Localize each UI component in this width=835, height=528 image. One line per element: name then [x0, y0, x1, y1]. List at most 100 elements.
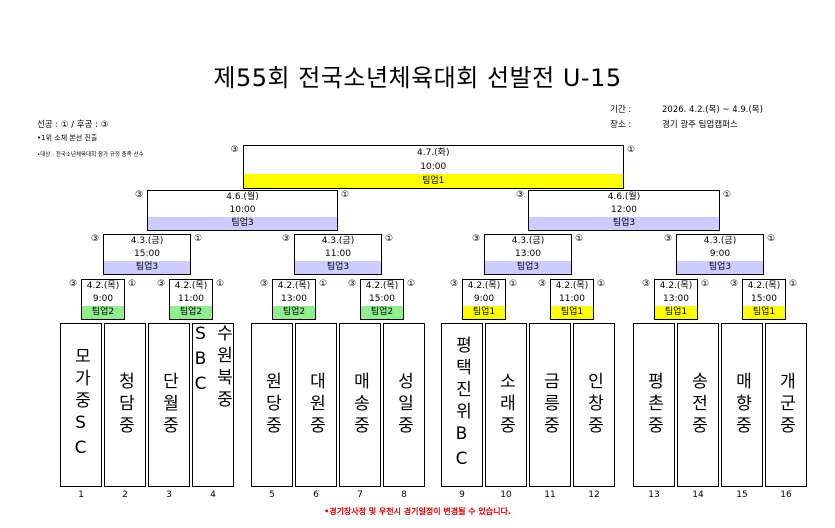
team-number: 2: [122, 490, 128, 500]
period-value: 2026. 4.2.(목) ~ 4.9.(목): [662, 105, 763, 115]
team-number: 8: [401, 490, 407, 500]
team-box: 평택진위BC: [441, 323, 483, 487]
quarter-time: 13:00: [515, 249, 541, 259]
semi-time: 10:00: [229, 205, 256, 215]
quarter-time: 11:00: [325, 249, 351, 259]
round1-marker-right: ①: [597, 279, 606, 289]
round1-venue: 팀업1: [655, 306, 697, 319]
team-number: 5: [269, 490, 275, 500]
quarter-venue: 팀업3: [104, 261, 190, 274]
round1-time: 11:00: [559, 294, 585, 304]
round1-match-box: 4.2.(목) 9:00 팀업1: [462, 279, 506, 320]
quarter-marker-right: ①: [767, 234, 776, 244]
round1-time: 9:00: [473, 294, 495, 304]
team-name: 청담중: [114, 372, 135, 438]
team-number: 10: [500, 490, 512, 500]
quarter-marker-left: ③: [282, 234, 291, 244]
quarter-date: 4.3.(금): [703, 236, 737, 246]
team-name: 평택진위BC: [451, 336, 472, 474]
round1-marker-right: ①: [701, 279, 710, 289]
venue-label: 장소 :: [610, 120, 632, 130]
team-name: 모가중SC: [70, 347, 91, 463]
quarter-time: 9:00: [709, 249, 731, 259]
final-venue: 팀업1: [243, 174, 623, 188]
team-box: 송전중: [677, 323, 719, 487]
quarter-date: 4.3.(금): [130, 236, 164, 246]
round1-marker-right: ①: [789, 279, 798, 289]
quarter-marker-right: ①: [194, 234, 203, 244]
team-box: 인창중: [573, 323, 615, 487]
team-box: 모가중SC: [60, 323, 102, 487]
team-box: 단월중: [148, 323, 190, 487]
round1-time: 11:00: [178, 294, 204, 304]
team-box: 평촌중: [633, 323, 675, 487]
quarter-venue: 팀업3: [295, 261, 381, 274]
round1-date: 4.2.(목): [747, 281, 781, 291]
quarter-venue: 팀업3: [485, 261, 571, 274]
final-date: 4.7.(화): [417, 148, 450, 158]
round1-time: 9:00: [92, 294, 114, 304]
round1-venue: 팀업1: [743, 306, 785, 319]
round1-marker-left: ③: [730, 279, 739, 289]
team-name: 수원북중SBC: [190, 324, 233, 412]
team-name: 성일중: [393, 372, 414, 438]
team-name: 소래중: [495, 372, 516, 438]
team-box: 매향중: [721, 323, 763, 487]
team-name: 송전중: [687, 372, 708, 438]
order-note: 선공 : ① / 후공 : ③: [37, 120, 109, 130]
team-box: 성일중: [383, 323, 425, 487]
team-box: 개군중: [765, 323, 807, 487]
round1-marker-right: ①: [407, 279, 416, 289]
round1-venue: 팀업2: [273, 306, 315, 319]
team-name: 대원중: [305, 372, 326, 438]
team-box: 금릉중: [529, 323, 571, 487]
team-number: 4: [210, 490, 216, 500]
semi-marker-right: ①: [723, 190, 732, 200]
team-box: 대원중: [295, 323, 337, 487]
footer-notice: •경기장사정 및 우천시 경기일정이 변경될 수 있습니다.: [324, 507, 511, 516]
final-marker-left: ③: [230, 145, 239, 155]
round1-marker-left: ③: [538, 279, 547, 289]
semi-marker-left: ③: [135, 190, 144, 200]
team-number: 13: [648, 490, 660, 500]
round1-date: 4.2.(목): [467, 281, 501, 291]
round1-marker-right: ①: [319, 279, 328, 289]
team-number: 1: [78, 490, 84, 500]
round1-marker-left: ③: [69, 279, 78, 289]
round1-match-box: 4.2.(목) 11:00 팀업1: [550, 279, 594, 320]
team-name: 원당중: [261, 372, 282, 438]
team-name: 매송중: [349, 372, 370, 438]
quarter-time: 15:00: [134, 249, 160, 259]
semi-date: 4.6.(월): [607, 192, 641, 202]
team-number: 15: [736, 490, 748, 500]
round1-venue: 팀업2: [361, 306, 403, 319]
round1-date: 4.2.(목): [555, 281, 589, 291]
round1-venue: 팀업2: [170, 306, 212, 319]
quarter-match-box: 4.3.(금) 15:00 팀업3: [103, 234, 191, 275]
team-number: 14: [692, 490, 704, 500]
quarter-marker-left: ③: [91, 234, 100, 244]
quarter-marker-right: ①: [575, 234, 584, 244]
team-box: 청담중: [104, 323, 146, 487]
page-title: 제55회 전국소년체육대회 선발전 U-15: [213, 64, 622, 92]
round1-marker-left: ③: [157, 279, 166, 289]
round1-marker-right: ①: [509, 279, 518, 289]
semi-date: 4.6.(월): [226, 192, 259, 202]
round1-date: 4.2.(목): [86, 281, 120, 291]
round1-venue: 팀업1: [551, 306, 593, 319]
semi-time: 12:00: [611, 205, 637, 215]
semi-marker-right: ①: [341, 190, 350, 200]
round1-venue: 팀업1: [463, 306, 505, 319]
team-number: 6: [313, 490, 319, 500]
